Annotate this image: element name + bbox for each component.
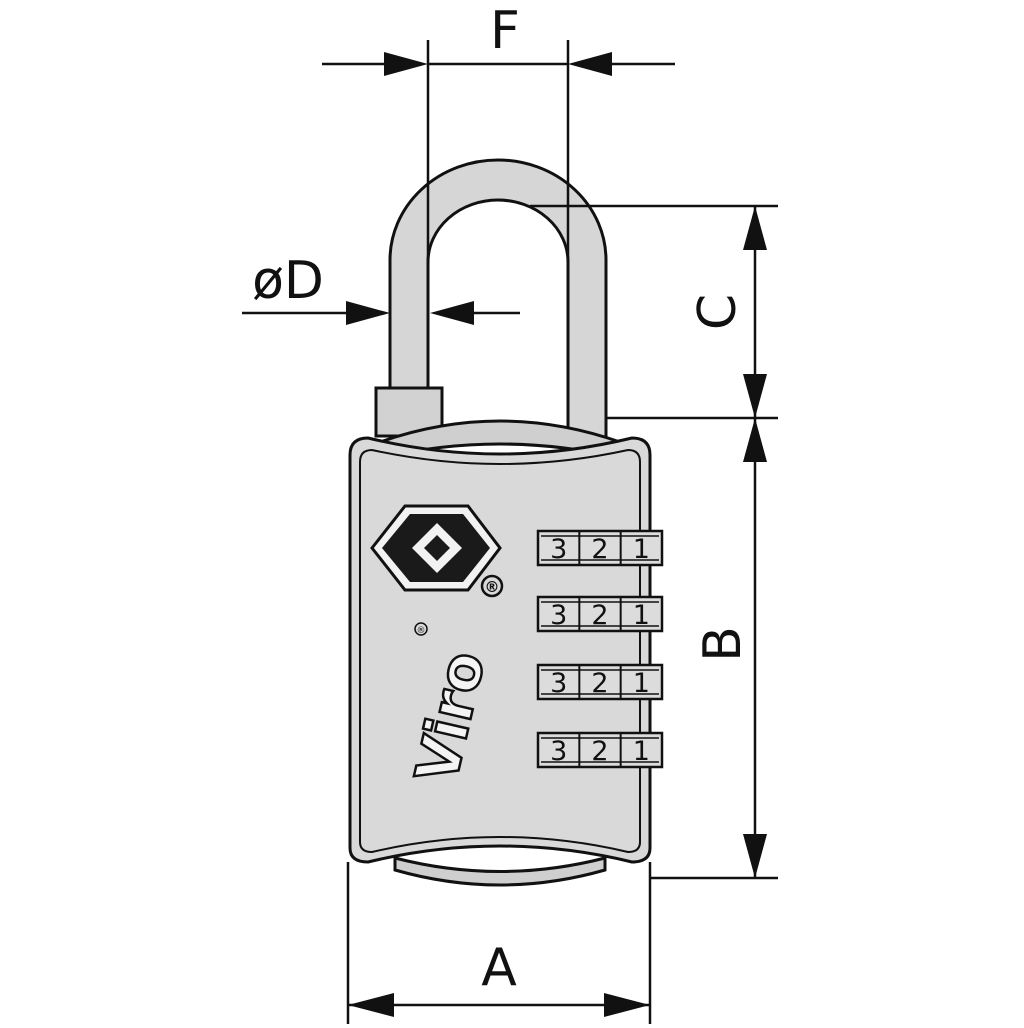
dim-label-f: F [490,1,520,61]
lock-body [348,419,652,887]
dial-digit: 3 [550,534,567,565]
dial-digit: 1 [633,600,650,631]
arrow-d-right [430,301,474,325]
arrow-c-bottom [743,374,767,418]
dim-label-a: A [481,938,517,998]
dial-digit: 1 [633,668,650,699]
dial-digit: 3 [550,668,567,699]
arrow-c-top [743,206,767,250]
dial-digit: 3 [550,600,567,631]
dimension-arrows [346,52,767,1017]
arrow-a-left [348,993,394,1017]
dial-digit: 2 [591,534,608,565]
arrow-d-left [346,301,390,325]
arrow-b-bottom [743,834,767,878]
arrow-b-top [743,418,767,462]
dim-label-c: C [688,294,748,330]
brand-logo-icon [370,504,502,592]
registered-symbol: ® [485,578,500,596]
dial-digit: 2 [591,600,608,631]
dial-digit: 2 [591,736,608,767]
registered-mark-logo: ® [480,574,504,598]
registered-mark-brand: ® [414,622,428,636]
dial-digit: 1 [633,736,650,767]
arrow-f-left [384,52,428,76]
dial-digit: 3 [550,736,567,767]
dial-digit: 2 [591,668,608,699]
arrow-f-right [568,52,612,76]
dim-label-b: B [693,626,753,662]
dial-digit: 1 [633,534,650,565]
shackle [374,158,608,442]
dim-label-d: øD [252,251,324,311]
arrow-a-right [604,993,650,1017]
registered-symbol-small: ® [417,626,426,636]
